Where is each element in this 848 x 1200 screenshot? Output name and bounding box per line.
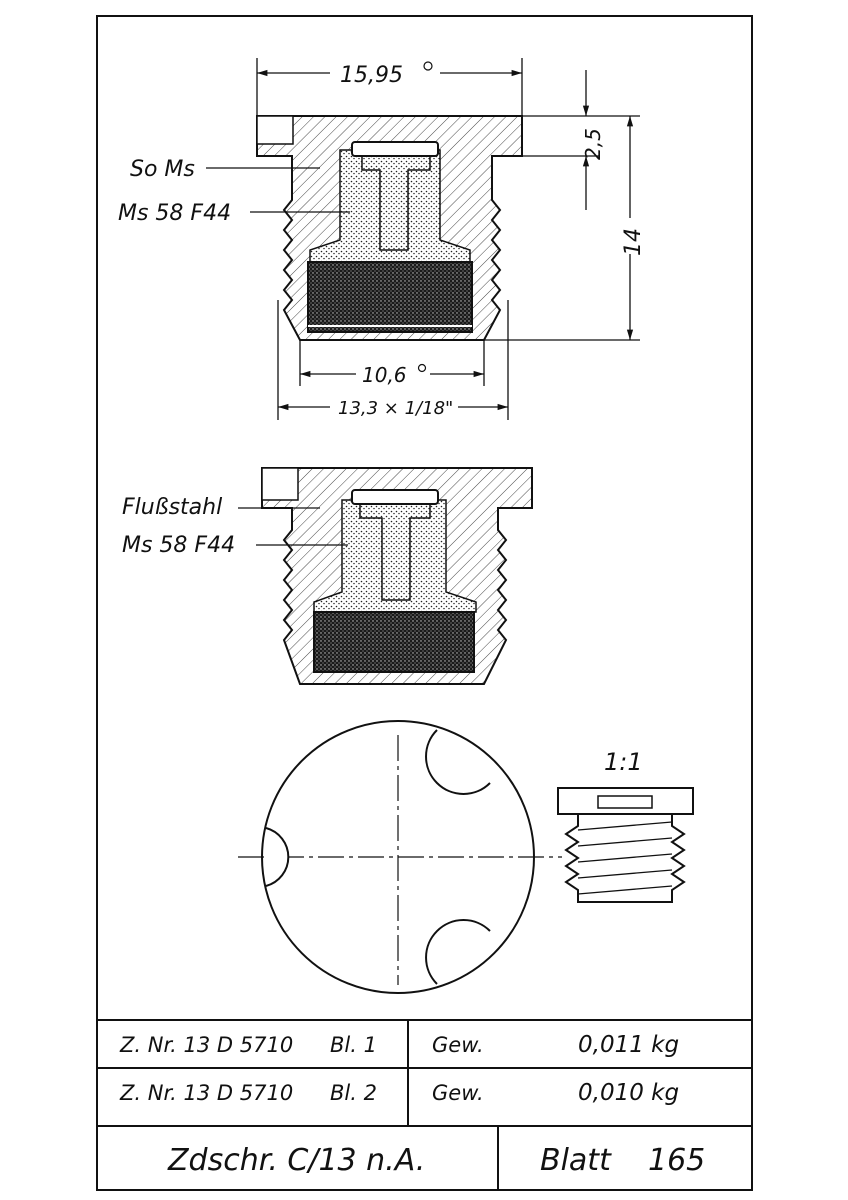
row2-weight-value: 0,010 kg xyxy=(578,1080,679,1106)
dim-inner-diameter: 10,6 xyxy=(362,363,407,387)
row2-sheet-part: Bl. 2 xyxy=(330,1081,377,1105)
plan-view xyxy=(238,720,562,994)
top-head-recess xyxy=(256,115,294,145)
dim-outer-diameter: 15,95 xyxy=(340,63,403,88)
title-block xyxy=(97,1019,752,1190)
middle-filter-element xyxy=(313,611,475,673)
scale-label: 1:1 xyxy=(604,748,643,776)
dim-thread: 13,3 × 1/18" xyxy=(338,398,453,419)
row1-drawing-number: Z. Nr. 13 D 5710 xyxy=(119,1033,293,1057)
top-label-insert-material: Ms 58 F44 xyxy=(118,201,231,226)
top-label-body-material: So Ms xyxy=(130,157,195,182)
scale-thread-lines xyxy=(577,821,673,895)
row2-drawing-number: Z. Nr. 13 D 5710 xyxy=(119,1081,293,1105)
drawing-top: 15,95 2,5 14 10,6 13,3 × 1/18" So Ms Ms … xyxy=(118,58,646,420)
diameter-symbol-2 xyxy=(417,363,427,373)
sheet-number: 165 xyxy=(648,1143,705,1178)
plan-outline xyxy=(261,720,535,994)
sheet-label: Blatt xyxy=(540,1143,612,1178)
middle-label-body-material: Flußstahl xyxy=(122,495,222,520)
plan-notch-bottom-right xyxy=(425,919,491,985)
drawing-middle: Flußstahl Ms 58 F44 xyxy=(122,467,533,685)
plan-notch-top-right xyxy=(425,729,491,795)
top-pin-cap xyxy=(351,141,439,157)
row1-weight-value: 0,011 kg xyxy=(578,1032,679,1058)
dim-total-length: 14 xyxy=(621,228,646,256)
row1-sheet-part: Bl. 1 xyxy=(330,1033,377,1057)
row1-weight-label: Gew. xyxy=(432,1033,484,1057)
diameter-symbol-1 xyxy=(423,61,433,71)
scale-head-slot xyxy=(597,795,653,809)
middle-label-insert-material: Ms 58 F44 xyxy=(122,533,235,558)
scale-view: 1:1 xyxy=(557,748,694,903)
sheet-border xyxy=(96,15,753,1191)
plan-notch-left xyxy=(265,827,290,887)
top-filter-element xyxy=(307,261,473,333)
middle-pin-cap xyxy=(351,489,439,505)
title-text: Zdschr. C/13 n.A. xyxy=(167,1143,425,1178)
dim-head-height: 2,5 xyxy=(581,128,605,160)
row2-weight-label: Gew. xyxy=(432,1081,484,1105)
middle-head-recess xyxy=(261,467,299,501)
